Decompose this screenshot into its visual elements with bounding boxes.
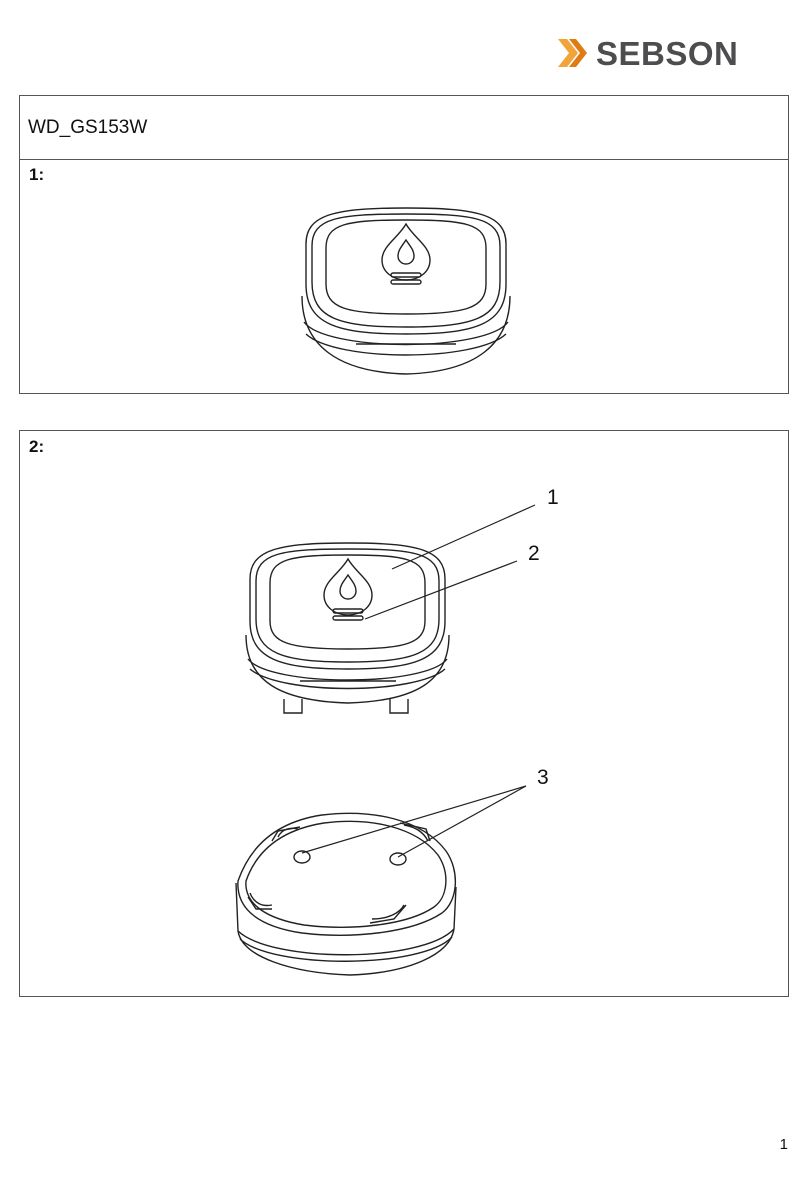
- model-title: WD_GS153W: [20, 96, 788, 160]
- callout-2: 2: [528, 542, 540, 566]
- callout-leader-lines: [20, 431, 790, 998]
- chevron-logo-icon: [556, 36, 594, 70]
- figure-1-label: 1:: [29, 165, 44, 185]
- water-detector-front-drawing: [296, 204, 516, 382]
- figure-1-panel: WD_GS153W 1:: [19, 95, 789, 394]
- brand-name: SEBSON: [596, 34, 738, 74]
- figure-2-panel: 2: 1: [19, 430, 789, 997]
- sebson-logo: SEBSON: [556, 34, 746, 74]
- callout-3: 3: [537, 766, 549, 790]
- page-number: 1: [780, 1136, 788, 1153]
- callout-1: 1: [547, 486, 559, 510]
